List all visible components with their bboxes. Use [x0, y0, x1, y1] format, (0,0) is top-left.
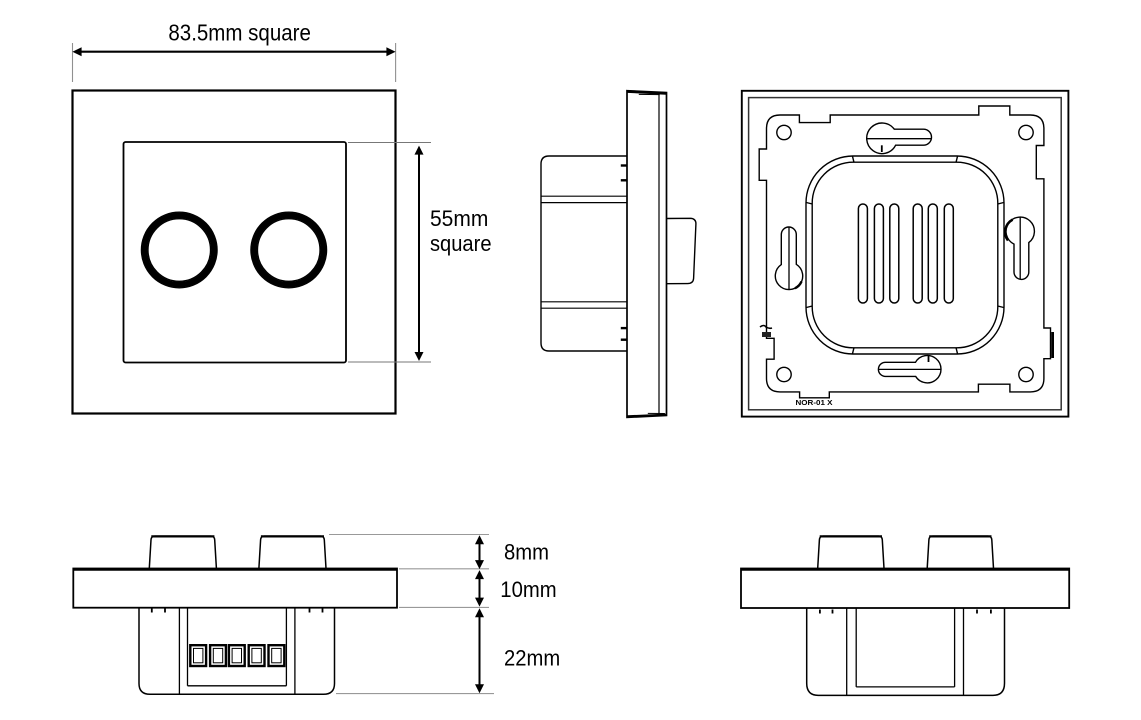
svg-text:55mm: 55mm: [430, 206, 488, 231]
svg-text:square: square: [430, 231, 492, 256]
svg-text:10mm: 10mm: [500, 577, 556, 602]
svg-text:83.5mm square: 83.5mm square: [168, 20, 311, 46]
svg-text:NOR-01 X: NOR-01 X: [796, 398, 833, 407]
svg-text:22mm: 22mm: [504, 646, 560, 671]
svg-text:8mm: 8mm: [504, 540, 549, 565]
